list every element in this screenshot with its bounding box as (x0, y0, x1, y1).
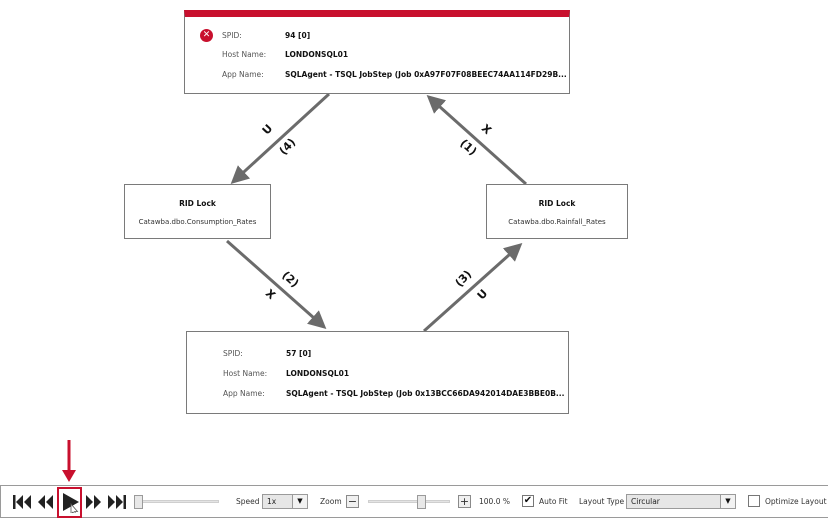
layout-type-value: Circular (631, 497, 660, 506)
fast-forward-icon (86, 495, 101, 509)
host-name-value: LONDONSQL01 (286, 369, 350, 378)
zoom-out-button[interactable]: − (346, 495, 359, 508)
app-name-value: SQLAgent - TSQL JobStep (Job 0x13BCC66DA… (286, 389, 565, 398)
optimize-layout-label: Optimize Layout (765, 497, 827, 506)
edge-3-mode: U (475, 287, 491, 302)
layout-type-select[interactable]: Circular ▼ (626, 494, 736, 509)
step-forward-button[interactable] (84, 493, 104, 511)
chevron-down-icon: ▼ (720, 495, 735, 508)
playback-progress-track[interactable] (137, 500, 219, 503)
rid-lock-node-rainfall-rates[interactable]: RID Lock Catawba.dbo.Rainfall_Rates (486, 184, 628, 239)
skip-start-icon (13, 495, 31, 509)
zoom-label: Zoom (320, 497, 342, 506)
auto-fit-checkbox[interactable]: ✔ (522, 495, 534, 507)
spid-label: SPID: (223, 349, 243, 358)
app-name-label: App Name: (222, 70, 264, 79)
lock-title: RID Lock (538, 199, 576, 208)
host-name-value: LONDONSQL01 (285, 50, 349, 59)
playback-progress-thumb[interactable] (134, 495, 143, 509)
speed-value: 1x (267, 497, 277, 506)
play-button-highlight (57, 487, 82, 518)
edge-3-order: (3) (453, 268, 475, 290)
lock-title: RID Lock (179, 199, 216, 208)
checkmark-icon: ✔ (523, 495, 533, 506)
rid-lock-node-consumption-rates[interactable]: RID Lock Catawba.dbo.Consumption_Rates (124, 184, 271, 239)
host-name-label: Host Name: (223, 369, 268, 378)
app-name-value: SQLAgent - TSQL JobStep (Job 0xA97F07F08… (285, 70, 567, 79)
edge-3-arrow (422, 242, 523, 333)
edge-1-mode: X (479, 122, 494, 138)
edge-4-arrow (230, 92, 331, 185)
mouse-cursor-icon (70, 502, 79, 513)
edge-2-arrow (226, 239, 327, 329)
lock-object: Catawba.dbo.Consumption_Rates (138, 218, 257, 226)
deadlock-edges: U (4) X (1) (2) X (3) U (226, 92, 528, 333)
host-name-label: Host Name: (222, 50, 267, 59)
app-name-label: App Name: (223, 389, 265, 398)
chevron-down-icon: ▼ (292, 495, 307, 508)
layout-type-label: Layout Type (579, 497, 625, 506)
edge-4-mode: U (260, 122, 276, 137)
spid-value: 57 [0] (286, 349, 312, 358)
zoom-slider-thumb[interactable] (417, 495, 426, 509)
edge-1-arrow (426, 94, 528, 186)
optimize-layout-checkbox[interactable] (748, 495, 760, 507)
rewind-icon (38, 495, 53, 509)
speed-label: Speed (236, 497, 260, 506)
zoom-in-button[interactable]: + (458, 495, 471, 508)
lock-object: Catawba.dbo.Rainfall_Rates (508, 218, 606, 226)
step-back-button[interactable] (36, 493, 56, 511)
edge-2-mode: X (263, 287, 278, 303)
auto-fit-label: Auto Fit (539, 497, 568, 506)
skip-to-start-button[interactable] (12, 493, 32, 511)
play-icon (63, 493, 79, 513)
skip-to-end-button[interactable] (107, 493, 127, 511)
plus-icon: + (459, 495, 470, 508)
skip-end-icon (108, 495, 126, 509)
play-button[interactable] (61, 491, 81, 513)
annotation-arrow-icon (62, 440, 76, 482)
playback-toolbar: Speed 1x ▼ Zoom − + 100.0 % ✔ Auto Fit L… (0, 485, 828, 518)
speed-select[interactable]: 1x ▼ (262, 494, 308, 509)
zoom-percent: 100.0 % (479, 497, 510, 506)
edge-2-order: (2) (279, 269, 301, 291)
spid-label: SPID: (222, 31, 242, 40)
process-node[interactable]: SPID: 57 [0] Host Name: LONDONSQL01 App … (186, 331, 569, 414)
zoom-slider-track[interactable] (368, 500, 450, 503)
victim-x-icon: ✕ (200, 29, 213, 42)
minus-icon: − (347, 495, 358, 508)
process-node-victim[interactable]: ✕ SPID: 94 [0] Host Name: LONDONSQL01 Ap… (184, 10, 570, 94)
spid-value: 94 [0] (285, 31, 311, 40)
